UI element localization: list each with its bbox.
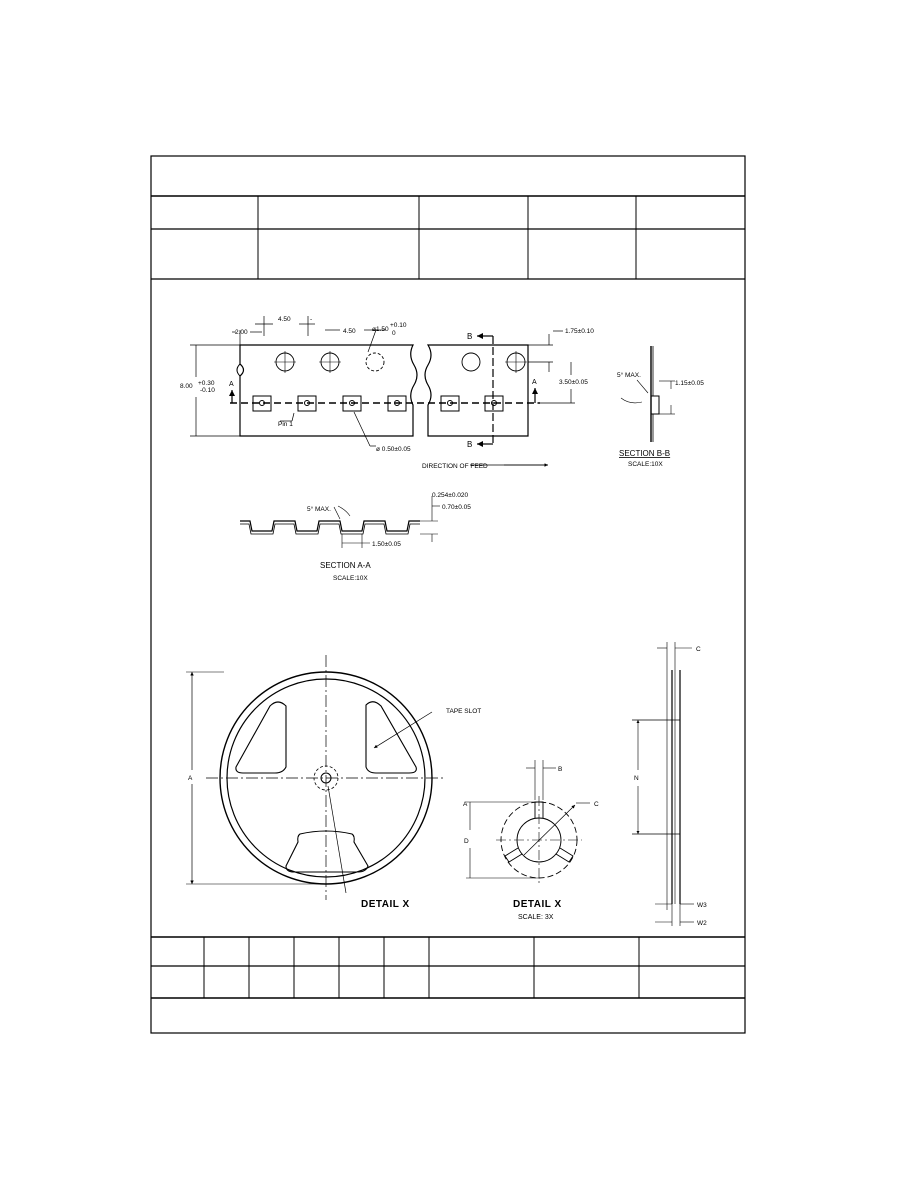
dim-pitch-top: 4.50 — [278, 316, 291, 323]
reel-window — [235, 701, 287, 774]
side-label-c: C — [696, 646, 701, 653]
section-a-title: SECTION A-A — [320, 561, 371, 570]
dim-width-tol-minus: -0.10 — [200, 387, 215, 394]
direction-of-feed-label: DIRECTION OF FEED — [422, 463, 488, 470]
carrier-tape-view: A A B B 4.50 - 2.00 — [180, 316, 594, 470]
tape-slot-label: TAPE SLOT — [446, 708, 481, 715]
reel-hub — [313, 765, 339, 791]
dim-dash: - — [310, 316, 312, 323]
dim-edge-to-hole: 1.75±0.10 — [565, 328, 594, 335]
detail-x-scale: SCALE: 3X — [518, 914, 554, 921]
tape-left-segment — [239, 344, 418, 437]
dim-hole-tol-plus: +0.10 — [390, 322, 407, 329]
dim-width: 8.00 — [180, 383, 193, 390]
section-a-pocket-width: 1.50±0.05 — [372, 541, 401, 548]
detail-label-d: D — [464, 838, 469, 845]
dim-hole-to-pocket: 3.50±0.05 — [559, 379, 588, 386]
section-b-depth-label: 1.15±0.05 — [675, 380, 704, 387]
reel-window — [285, 830, 369, 873]
detail-label-c: C — [594, 801, 599, 808]
reel-side-view: C N W3 W2 — [632, 642, 707, 927]
section-a-marker-left: A — [229, 381, 234, 388]
reel-front-view: A TAPE SLOT DETAIL X — [186, 655, 481, 910]
reel-detail-label: DETAIL X — [361, 899, 410, 910]
dim-hole-dia: ø1.50 — [372, 326, 389, 333]
section-a-angle-label: 5° MAX. — [307, 505, 331, 513]
outer-frame — [150, 155, 746, 1034]
section-b-angle-label: 5° MAX. — [617, 371, 641, 379]
section-a-a-view: 0.254±0.020 0.70±0.05 5° MAX. 1.50±0.05 … — [240, 492, 471, 582]
detail-label-a: A — [463, 801, 468, 808]
detail-x-title: DETAIL X — [513, 899, 562, 910]
side-label-w3: W3 — [697, 902, 707, 909]
section-b-marker-bottom: B — [467, 440, 472, 449]
detail-x-view: B C A D DETAIL X SCALE: 3X — [463, 760, 599, 921]
detail-label-b: B — [558, 766, 562, 773]
side-label-w2: W2 — [697, 920, 707, 927]
dim-width-tol-plus: +0.30 — [198, 380, 215, 387]
sprocket-holes — [274, 351, 527, 373]
section-b-marker-top: B — [467, 332, 472, 341]
dim-sprocket-offset: 2.00 — [235, 329, 248, 336]
reel-window — [365, 701, 417, 774]
section-a-scale: SCALE:10X — [333, 575, 368, 582]
section-a-marker-right: A — [532, 379, 537, 386]
pin1-label: Pin 1 — [278, 421, 293, 428]
section-b-scale: SCALE:10X — [628, 461, 663, 468]
dim-pitch-mid: 4.50 — [343, 328, 356, 335]
side-label-n: N — [634, 775, 639, 782]
tape-right-segment — [424, 344, 529, 437]
section-a-profile — [240, 520, 420, 532]
reel-label-a: A — [188, 775, 193, 782]
section-b-title: SECTION B-B — [619, 449, 670, 458]
section-b-b-view: 5° MAX. 1.15±0.05 SECTION B-B SCALE:10X — [617, 346, 704, 468]
dim-hole-tol-zero: 0 — [392, 330, 396, 337]
sprocket-hole — [365, 352, 385, 372]
section-a-thickness: 0.254±0.020 — [432, 492, 468, 499]
sprocket-hole — [461, 352, 481, 372]
dim-pocket-hole: ø 0.50±0.05 — [376, 446, 411, 453]
section-a-depth: 0.70±0.05 — [442, 504, 471, 511]
title-block — [150, 155, 746, 1034]
dimension-table — [151, 936, 745, 999]
